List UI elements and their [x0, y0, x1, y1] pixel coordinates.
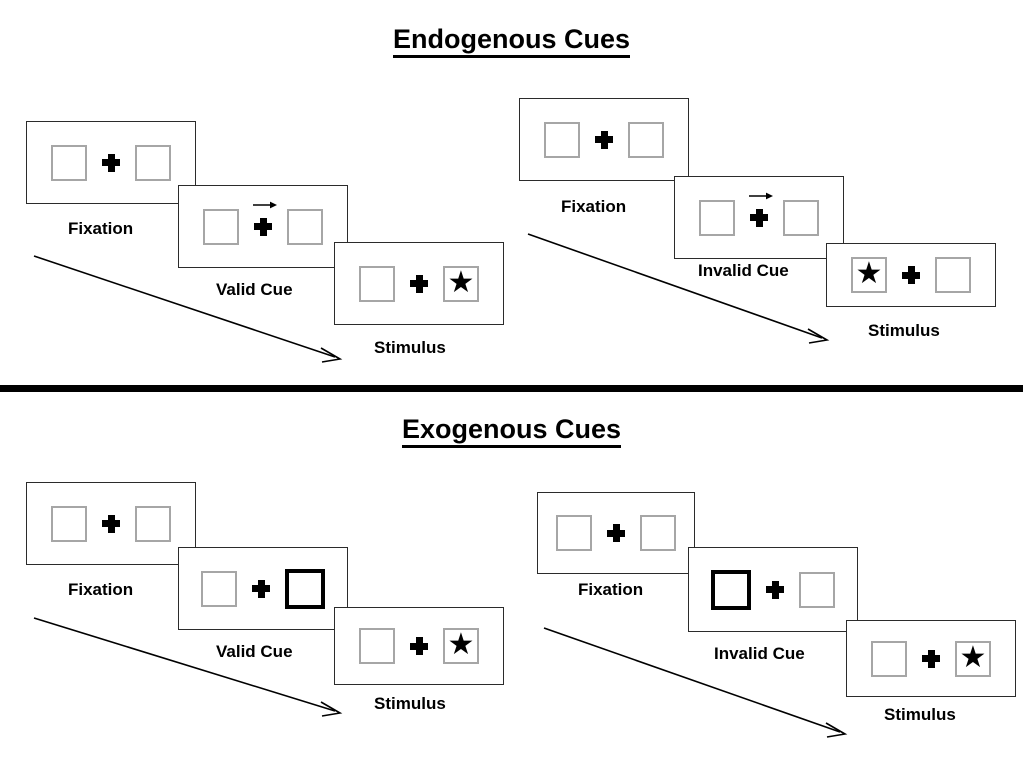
trial-frame-endogenous-valid-cue: [178, 185, 348, 268]
star-icon: ★: [959, 640, 987, 674]
left-box: [201, 570, 237, 607]
star-icon: ★: [447, 265, 475, 299]
frame-label-exogenous-invalid-stimulus: Stimulus: [884, 705, 956, 724]
trial-frame-exogenous-valid-cue: [178, 547, 348, 630]
fixation-cross-icon: [409, 274, 429, 294]
arrow-right-icon: [253, 201, 277, 208]
left-box: [359, 628, 395, 664]
fixation-cross-icon: [253, 201, 277, 237]
fixation-cross-icon: [594, 130, 614, 150]
frame-label-exogenous-valid-stimulus: Stimulus: [374, 694, 446, 713]
right-box-with-star: ★: [955, 640, 991, 677]
trial-frame-endogenous-valid-stimulus: ★: [334, 242, 504, 325]
trial-frame-endogenous-invalid-stimulus: ★: [826, 243, 996, 307]
trial-frame-exogenous-invalid-cue: [688, 547, 858, 632]
section-title-exogenous: Exogenous Cues: [0, 414, 1023, 448]
right-box: [628, 121, 664, 158]
left-box: [544, 121, 580, 158]
frame-label-exogenous-valid-cue: Valid Cue: [216, 642, 293, 661]
trial-frame-exogenous-valid-stimulus: ★: [334, 607, 504, 685]
frame-label-exogenous-valid-fixation: Fixation: [68, 580, 134, 599]
fixation-cross-icon: [749, 192, 773, 228]
star-icon: ★: [855, 257, 883, 290]
section-endogenous: Endogenous Cues Fixation Valid Cue: [0, 24, 1023, 363]
frame-label-endogenous-invalid-cue: Invalid Cue: [698, 261, 789, 280]
fixation-cross-icon: [101, 153, 121, 173]
section-title-endogenous-text: Endogenous Cues: [392, 24, 630, 58]
fixation-cross-icon: [901, 265, 921, 285]
fixation-cross-icon: [101, 514, 121, 534]
right-box: [135, 505, 171, 542]
left-box: [871, 640, 907, 677]
section-title-exogenous-text: Exogenous Cues: [401, 414, 622, 448]
trial-frame-exogenous-invalid-stimulus: ★: [846, 620, 1016, 697]
fixation-cross-icon: [765, 580, 785, 600]
section-divider: [0, 385, 1023, 392]
arrow-right-icon: [749, 192, 773, 199]
right-box-cued: [285, 568, 325, 609]
left-box: [359, 265, 395, 302]
frame-label-endogenous-invalid-fixation: Fixation: [561, 197, 627, 216]
frame-label-endogenous-invalid-stimulus: Stimulus: [868, 321, 940, 340]
left-box: [203, 208, 239, 245]
fixation-cross-icon: [606, 523, 626, 543]
frame-label-endogenous-valid-fixation: Fixation: [68, 219, 134, 238]
star-icon: ★: [447, 628, 475, 661]
left-box: [51, 144, 87, 181]
right-box: [135, 144, 171, 181]
left-box: [699, 199, 735, 236]
fixation-cross-icon: [921, 649, 941, 669]
frame-label-endogenous-valid-stimulus: Stimulus: [374, 338, 446, 357]
trial-frame-endogenous-invalid-cue: [674, 176, 844, 259]
time-flow-arrow-exogenous-invalid: [543, 627, 848, 738]
left-box-cued: [711, 569, 751, 610]
right-box-with-star: ★: [443, 265, 479, 302]
section-exogenous: Exogenous Cues Fixation Valid Cue ★ Stim…: [0, 392, 1023, 767]
trial-frame-endogenous-invalid-fixation: [519, 98, 689, 181]
right-box: [799, 571, 835, 608]
trial-frame-exogenous-invalid-fixation: [537, 492, 695, 574]
right-box-with-star: ★: [443, 628, 479, 664]
right-box: [640, 515, 676, 551]
fixation-cross-icon: [251, 579, 271, 599]
fixation-cross-icon: [409, 636, 429, 656]
left-box: [556, 515, 592, 551]
section-title-endogenous: Endogenous Cues: [0, 24, 1023, 58]
trial-frame-endogenous-valid-fixation: [26, 121, 196, 204]
right-box: [287, 208, 323, 245]
frame-label-exogenous-invalid-fixation: Fixation: [578, 580, 644, 599]
left-box: [51, 505, 87, 542]
frame-label-exogenous-invalid-cue: Invalid Cue: [714, 644, 805, 663]
right-box: [783, 199, 819, 236]
frame-label-endogenous-valid-cue: Valid Cue: [216, 280, 293, 299]
trial-frame-exogenous-valid-fixation: [26, 482, 196, 565]
left-box-with-star: ★: [851, 257, 887, 293]
right-box: [935, 257, 971, 293]
